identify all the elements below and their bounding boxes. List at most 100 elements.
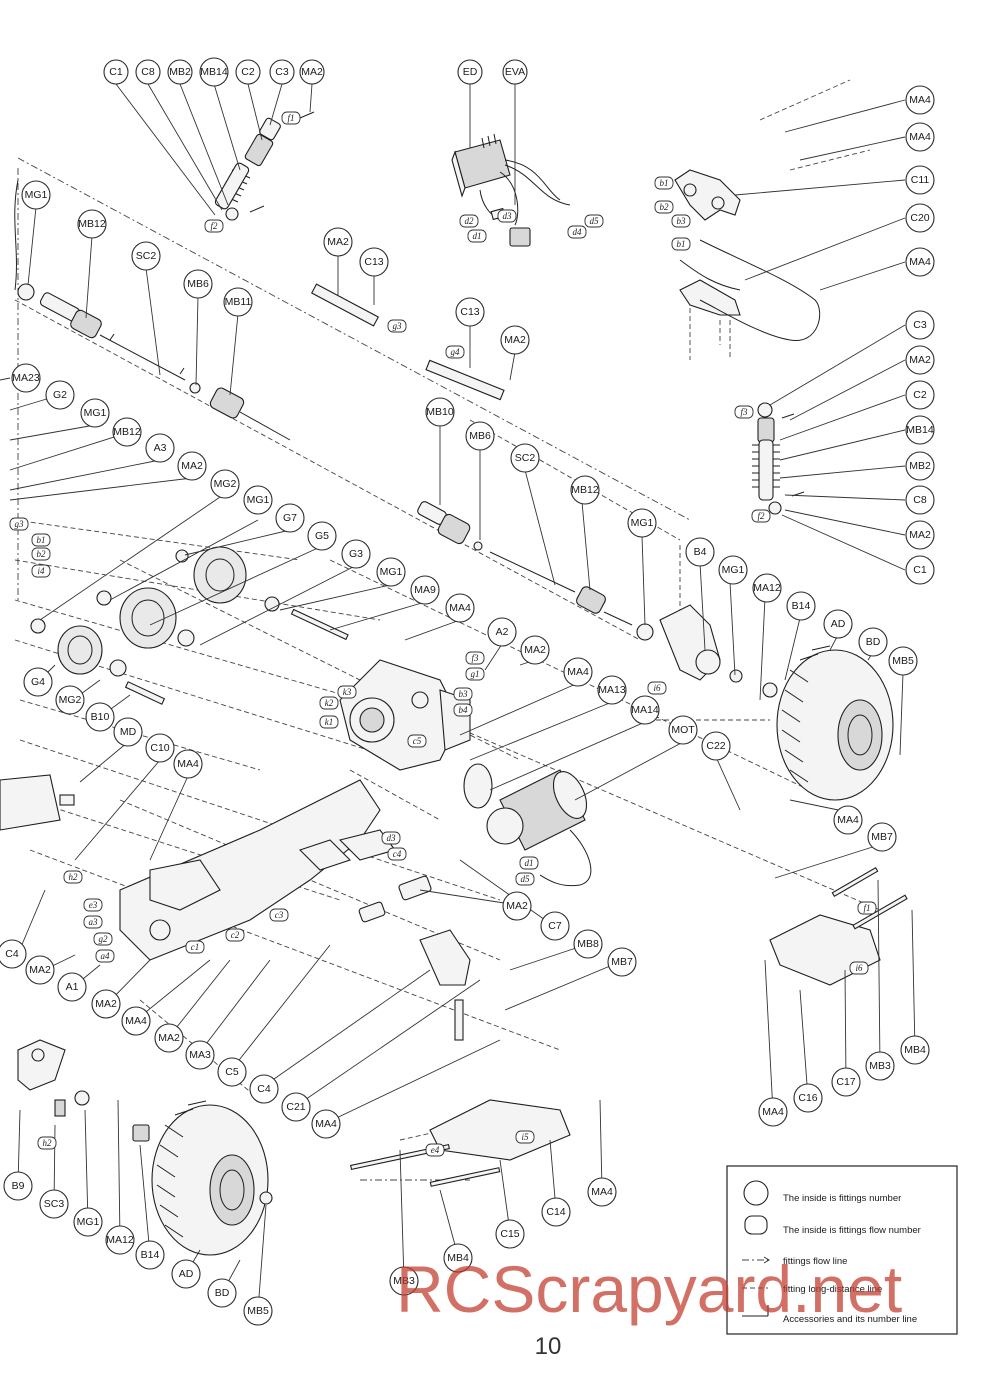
svg-text:MB2: MB2 bbox=[909, 460, 931, 472]
svg-text:MA2: MA2 bbox=[327, 236, 349, 248]
callout-mg1-e: MG1 bbox=[627, 508, 657, 538]
callout-mg2-a: MG2 bbox=[210, 469, 240, 499]
svg-text:MG1: MG1 bbox=[84, 407, 107, 419]
svg-text:MB12: MB12 bbox=[78, 218, 106, 230]
callout-mb8: MB8 bbox=[573, 929, 603, 959]
svg-text:h2: h2 bbox=[69, 872, 79, 882]
callout-mb7-b: MB7 bbox=[607, 947, 637, 977]
svg-text:MOT: MOT bbox=[671, 724, 695, 736]
svg-text:C13: C13 bbox=[364, 256, 383, 268]
callout-sc2-a: SC2 bbox=[131, 241, 161, 271]
svg-text:MG1: MG1 bbox=[77, 1216, 100, 1228]
svg-text:MB4: MB4 bbox=[447, 1252, 469, 1264]
callout-g5: G5 bbox=[307, 521, 337, 551]
callout-c3-top: C3 bbox=[269, 59, 295, 85]
callout-mb4-r: MB4 bbox=[900, 1035, 930, 1065]
svg-text:B9: B9 bbox=[12, 1180, 25, 1192]
callout-c16: C16 bbox=[793, 1083, 823, 1113]
callout-c4-l: C4 bbox=[0, 939, 27, 969]
svg-text:MA4: MA4 bbox=[909, 256, 931, 268]
callout-mb12-a: MB12 bbox=[77, 209, 107, 239]
callout-ma4-m: MA4 bbox=[445, 593, 475, 623]
svg-text:C8: C8 bbox=[913, 494, 927, 506]
callout-ma2-r1: MA2 bbox=[905, 345, 935, 375]
svg-text:MD: MD bbox=[120, 726, 137, 738]
svg-text:B4: B4 bbox=[694, 546, 707, 558]
svg-text:C14: C14 bbox=[546, 1206, 565, 1218]
flow-e4: e4 bbox=[425, 1143, 445, 1157]
svg-text:MA2: MA2 bbox=[504, 334, 526, 346]
callout-ma3: MA3 bbox=[185, 1040, 215, 1070]
watermark-text: RCScrapyard.net bbox=[396, 1252, 902, 1326]
flow-f2-r: f2 bbox=[751, 509, 771, 523]
svg-text:BD: BD bbox=[215, 1287, 230, 1299]
svg-text:A2: A2 bbox=[496, 626, 509, 638]
callout-mg1-g: MG1 bbox=[73, 1207, 103, 1237]
svg-text:C5: C5 bbox=[225, 1066, 239, 1078]
flow-g3: g3 bbox=[387, 319, 407, 333]
callout-c7: C7 bbox=[540, 911, 570, 941]
callout-c22: C22 bbox=[701, 731, 731, 761]
svg-text:c4: c4 bbox=[393, 849, 402, 859]
svg-text:C11: C11 bbox=[911, 174, 930, 186]
callout-ma4-r1: MA4 bbox=[905, 85, 935, 115]
callout-md: MD bbox=[113, 717, 143, 747]
callout-ma2-d: MA2 bbox=[177, 451, 207, 481]
flow-k3: k3 bbox=[337, 685, 357, 699]
callout-mg1-a: MG1 bbox=[21, 180, 51, 210]
svg-text:G2: G2 bbox=[53, 389, 67, 401]
svg-text:MB4: MB4 bbox=[904, 1044, 926, 1056]
svg-text:C2: C2 bbox=[913, 389, 927, 401]
svg-text:MA13: MA13 bbox=[598, 684, 626, 696]
svg-text:MA12: MA12 bbox=[753, 582, 781, 594]
callout-mb11: MB11 bbox=[223, 287, 253, 317]
svg-text:MA23: MA23 bbox=[12, 372, 40, 384]
svg-text:b3: b3 bbox=[677, 216, 687, 226]
svg-text:MB12: MB12 bbox=[571, 484, 599, 496]
callout-c8-r: C8 bbox=[905, 485, 935, 515]
svg-text:MB3: MB3 bbox=[393, 1275, 415, 1287]
flow-f3-b: f3 bbox=[465, 651, 485, 665]
svg-text:f2: f2 bbox=[757, 511, 765, 521]
callout-c2-top: C2 bbox=[235, 59, 261, 85]
callout-bd-b: BD bbox=[207, 1278, 237, 1308]
legend-accessories-line: Accessories and its number line bbox=[783, 1314, 917, 1325]
callout-g2: G2 bbox=[45, 380, 75, 410]
svg-text:MA4: MA4 bbox=[177, 758, 199, 770]
callout-b10: B10 bbox=[85, 702, 115, 732]
svg-text:C20: C20 bbox=[910, 212, 929, 224]
callout-c20: C20 bbox=[905, 203, 935, 233]
svg-text:c5: c5 bbox=[413, 736, 422, 746]
svg-text:d5: d5 bbox=[521, 874, 531, 884]
svg-text:d3: d3 bbox=[503, 211, 513, 221]
svg-text:AD: AD bbox=[179, 1268, 194, 1280]
svg-text:MA2: MA2 bbox=[909, 529, 931, 541]
flow-b2-l: b2 bbox=[31, 547, 51, 561]
callout-c1-r: C1 bbox=[905, 555, 935, 585]
flow-f1-r: f1 bbox=[857, 901, 877, 915]
svg-text:MA4: MA4 bbox=[449, 602, 471, 614]
callout-mb3-r: MB3 bbox=[865, 1051, 895, 1081]
svg-text:MB14: MB14 bbox=[200, 66, 228, 78]
callout-ad-b: AD bbox=[171, 1259, 201, 1289]
flow-c5: c5 bbox=[407, 734, 427, 748]
callout-mb2-top: MB2 bbox=[167, 59, 193, 85]
callout-mg1-f: MG1 bbox=[718, 555, 748, 585]
callout-mg1-d: MG1 bbox=[376, 557, 406, 587]
svg-text:C3: C3 bbox=[913, 319, 927, 331]
svg-text:C22: C22 bbox=[706, 740, 725, 752]
flow-c2: c2 bbox=[225, 928, 245, 942]
flow-b2-a: b2 bbox=[654, 200, 674, 214]
callout-ma4-n: MA4 bbox=[563, 657, 593, 687]
motor bbox=[463, 763, 592, 887]
svg-text:a3: a3 bbox=[89, 917, 99, 927]
svg-text:MB7: MB7 bbox=[871, 831, 893, 843]
callout-ma2-top: MA2 bbox=[299, 59, 325, 85]
svg-text:MG2: MG2 bbox=[214, 478, 237, 490]
svg-text:G7: G7 bbox=[283, 512, 297, 524]
svg-text:f1: f1 bbox=[863, 903, 870, 913]
flow-b4: b4 bbox=[453, 703, 473, 717]
svg-text:i6: i6 bbox=[855, 963, 863, 973]
rear-suspension-arms bbox=[350, 867, 908, 1187]
shock-absorber-right bbox=[752, 402, 805, 515]
